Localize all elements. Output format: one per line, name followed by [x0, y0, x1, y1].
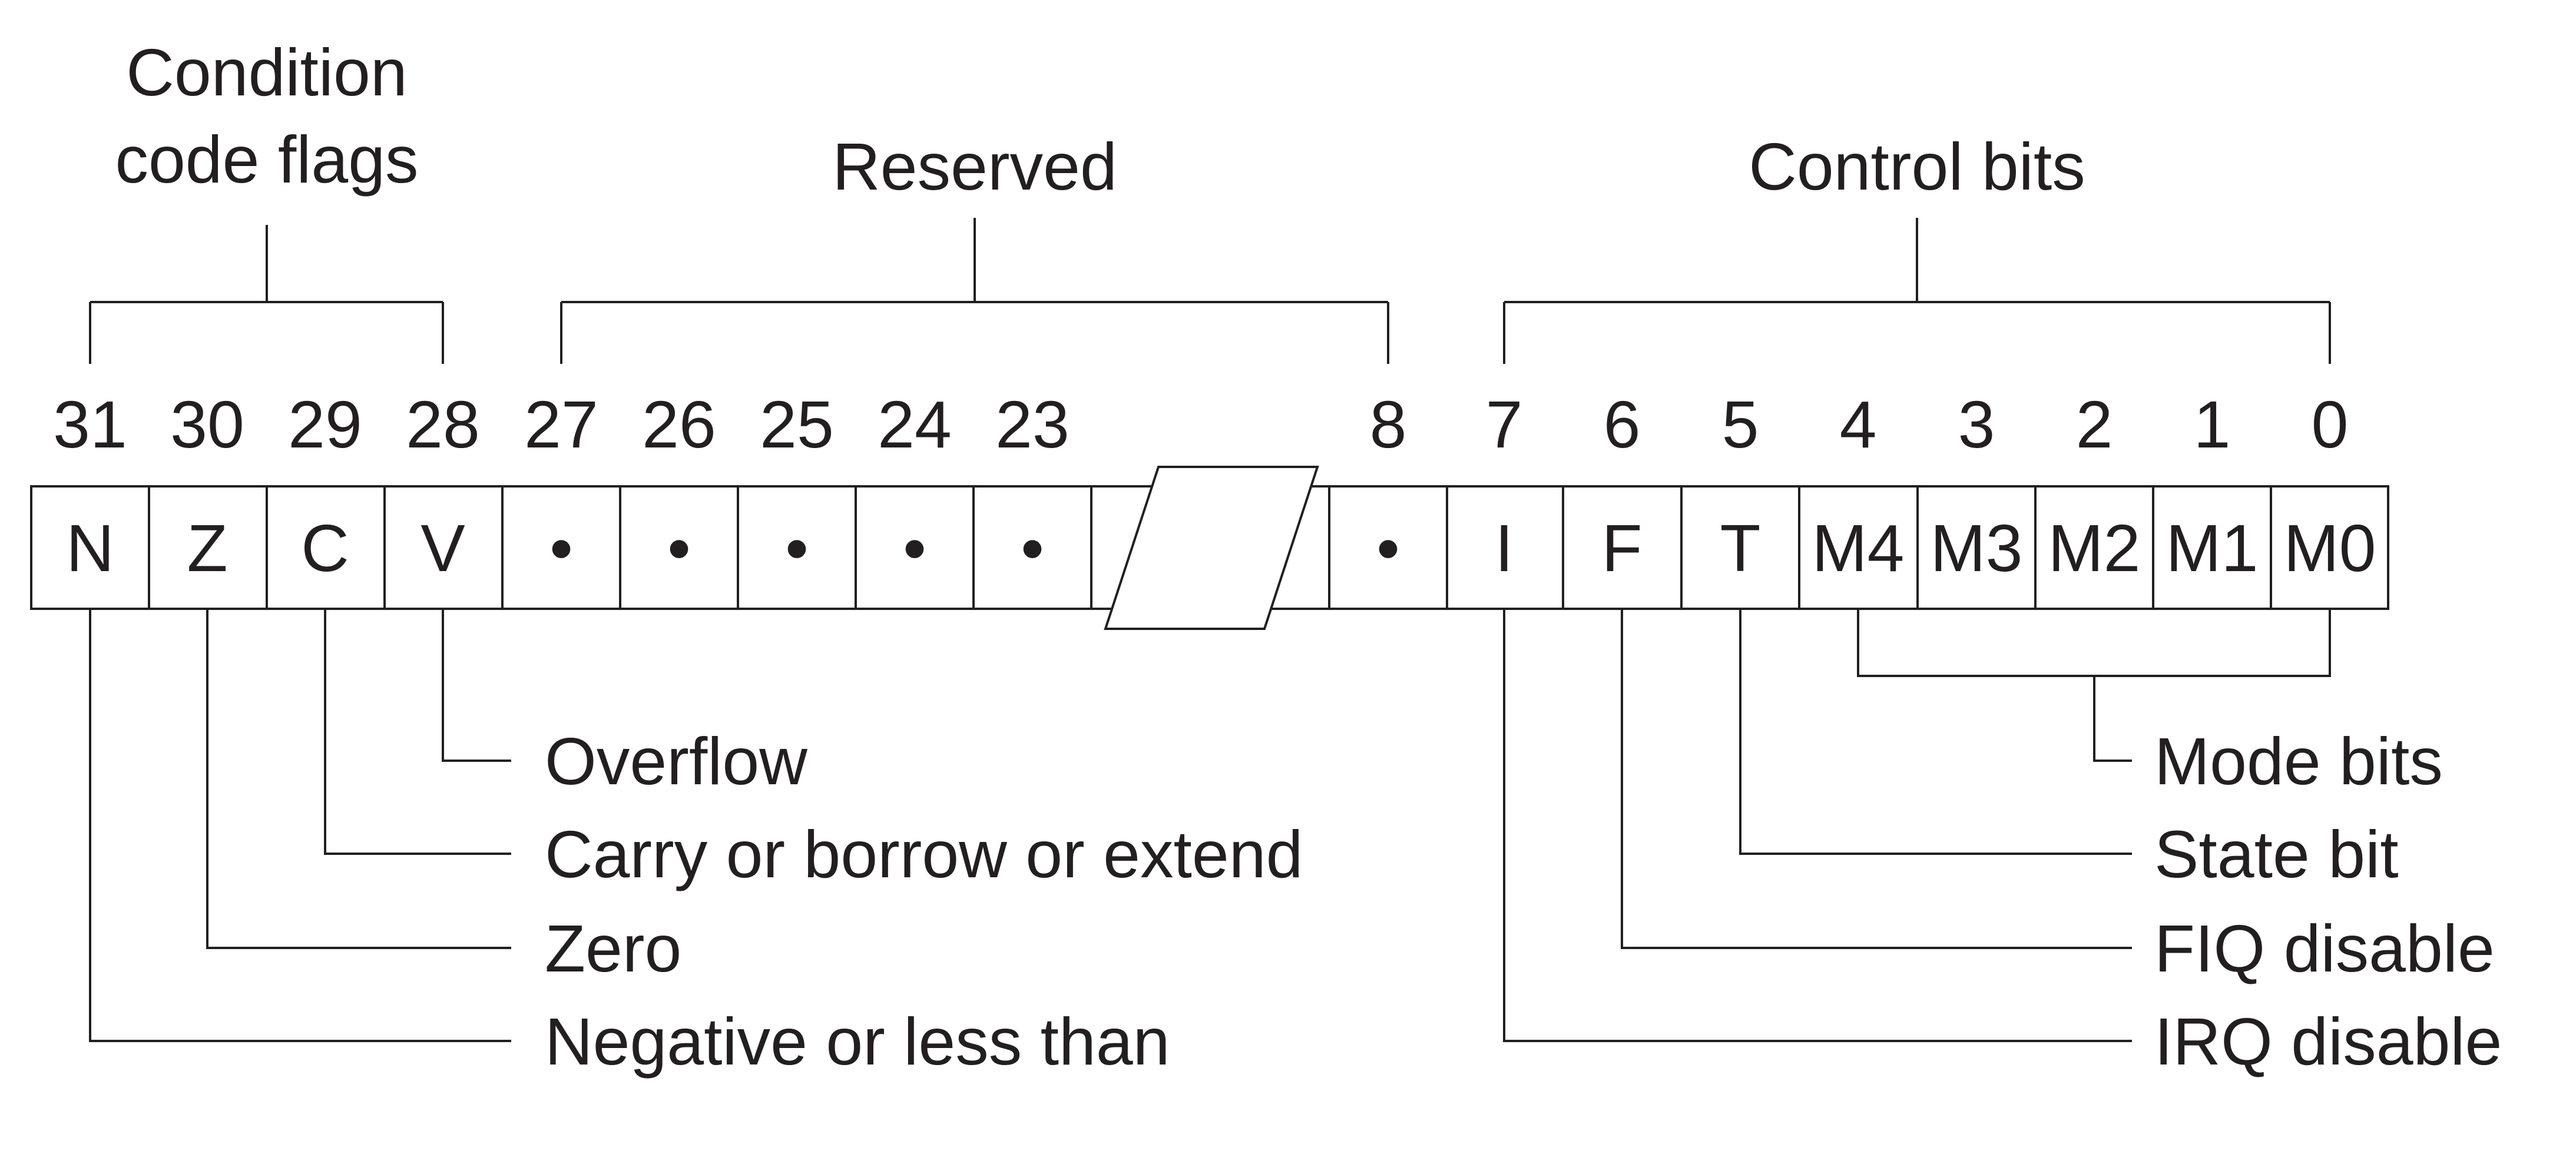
- flag-n: N: [66, 511, 114, 585]
- control-bits-heading: Control bits: [1749, 130, 2085, 204]
- bit-number: 28: [406, 387, 480, 462]
- label-carry: Carry or borrow or extend: [545, 817, 1303, 891]
- label-mode-bits: Mode bits: [2154, 724, 2443, 798]
- bit-m0: M0: [2284, 511, 2376, 585]
- bit-f: F: [1601, 511, 1642, 585]
- break-marker: [1104, 466, 1319, 630]
- flag-z: Z: [187, 511, 227, 585]
- bit-number: 27: [524, 387, 598, 462]
- bit-t: T: [1720, 511, 1760, 585]
- reserved-dot: •: [549, 511, 573, 585]
- bit-number: 30: [170, 387, 244, 462]
- label-zero: Zero: [545, 911, 681, 986]
- bit-number: 26: [642, 387, 716, 462]
- condition-flags-bracket: [89, 225, 444, 364]
- control-bits-bracket: [1503, 218, 2331, 364]
- bit-number: 23: [995, 387, 1070, 462]
- reserved-dot: •: [1021, 511, 1044, 585]
- bit-number: 5: [1722, 387, 1759, 462]
- reserved-heading: Reserved: [832, 130, 1117, 204]
- bit-number: 24: [878, 387, 952, 462]
- reserved-dot: •: [785, 511, 809, 585]
- left-leaders: [89, 609, 511, 1042]
- leader-zero: [206, 609, 511, 949]
- bit-number: 2: [2076, 387, 2113, 462]
- bit-m1: M1: [2166, 511, 2259, 585]
- leader-overflow: [442, 609, 511, 762]
- mode-bits-bracket: [1857, 609, 2331, 677]
- label-state-bit: State bit: [2154, 817, 2399, 891]
- label-negative: Negative or less than: [545, 1004, 1170, 1079]
- leader-carry: [324, 609, 511, 855]
- bit-number: 29: [288, 387, 362, 462]
- reserved-dot: •: [903, 511, 926, 585]
- cell-labels: N Z C V • • • • • • I F T M4 M3 M2 M1 M0: [66, 511, 2376, 585]
- leader-mode-bits: [2093, 676, 2132, 762]
- leader-negative: [89, 609, 511, 1042]
- bit-number: 8: [1370, 387, 1407, 462]
- bit-number: 3: [1958, 387, 1995, 462]
- leader-state-bit: [1739, 609, 2132, 855]
- condition-flags-heading-line2: code flags: [115, 122, 418, 197]
- right-leaders: [1503, 609, 2331, 1042]
- condition-flags-heading-line1: Condition: [126, 35, 407, 110]
- leader-irq: [1503, 609, 2132, 1042]
- bit-number: 31: [53, 387, 127, 462]
- leader-fiq: [1621, 609, 2132, 949]
- label-fiq: FIQ disable: [2154, 911, 2495, 986]
- bit-number: 1: [2194, 387, 2231, 462]
- bit-i: I: [1495, 511, 1513, 585]
- bit-number-row: 31 30 29 28 27 26 25 24 23 8 7 6 5 4 3 2…: [53, 387, 2348, 462]
- bit-number: 4: [1840, 387, 1877, 462]
- bit-number: 7: [1486, 387, 1523, 462]
- reserved-dot: •: [1376, 511, 1400, 585]
- bit-m2: M2: [2048, 511, 2141, 585]
- reserved-bracket: [560, 218, 1389, 364]
- reserved-dot: •: [667, 511, 691, 585]
- bit-m3: M3: [1931, 511, 2023, 585]
- bit-number: 0: [2312, 387, 2349, 462]
- flag-v: V: [420, 511, 465, 585]
- flag-c: C: [301, 511, 349, 585]
- bit-number: 6: [1604, 387, 1641, 462]
- label-overflow: Overflow: [545, 724, 807, 798]
- label-irq: IRQ disable: [2154, 1004, 2502, 1079]
- bit-number: 25: [760, 387, 834, 462]
- bit-m4: M4: [1812, 511, 1905, 585]
- register-cells: [30, 466, 2389, 630]
